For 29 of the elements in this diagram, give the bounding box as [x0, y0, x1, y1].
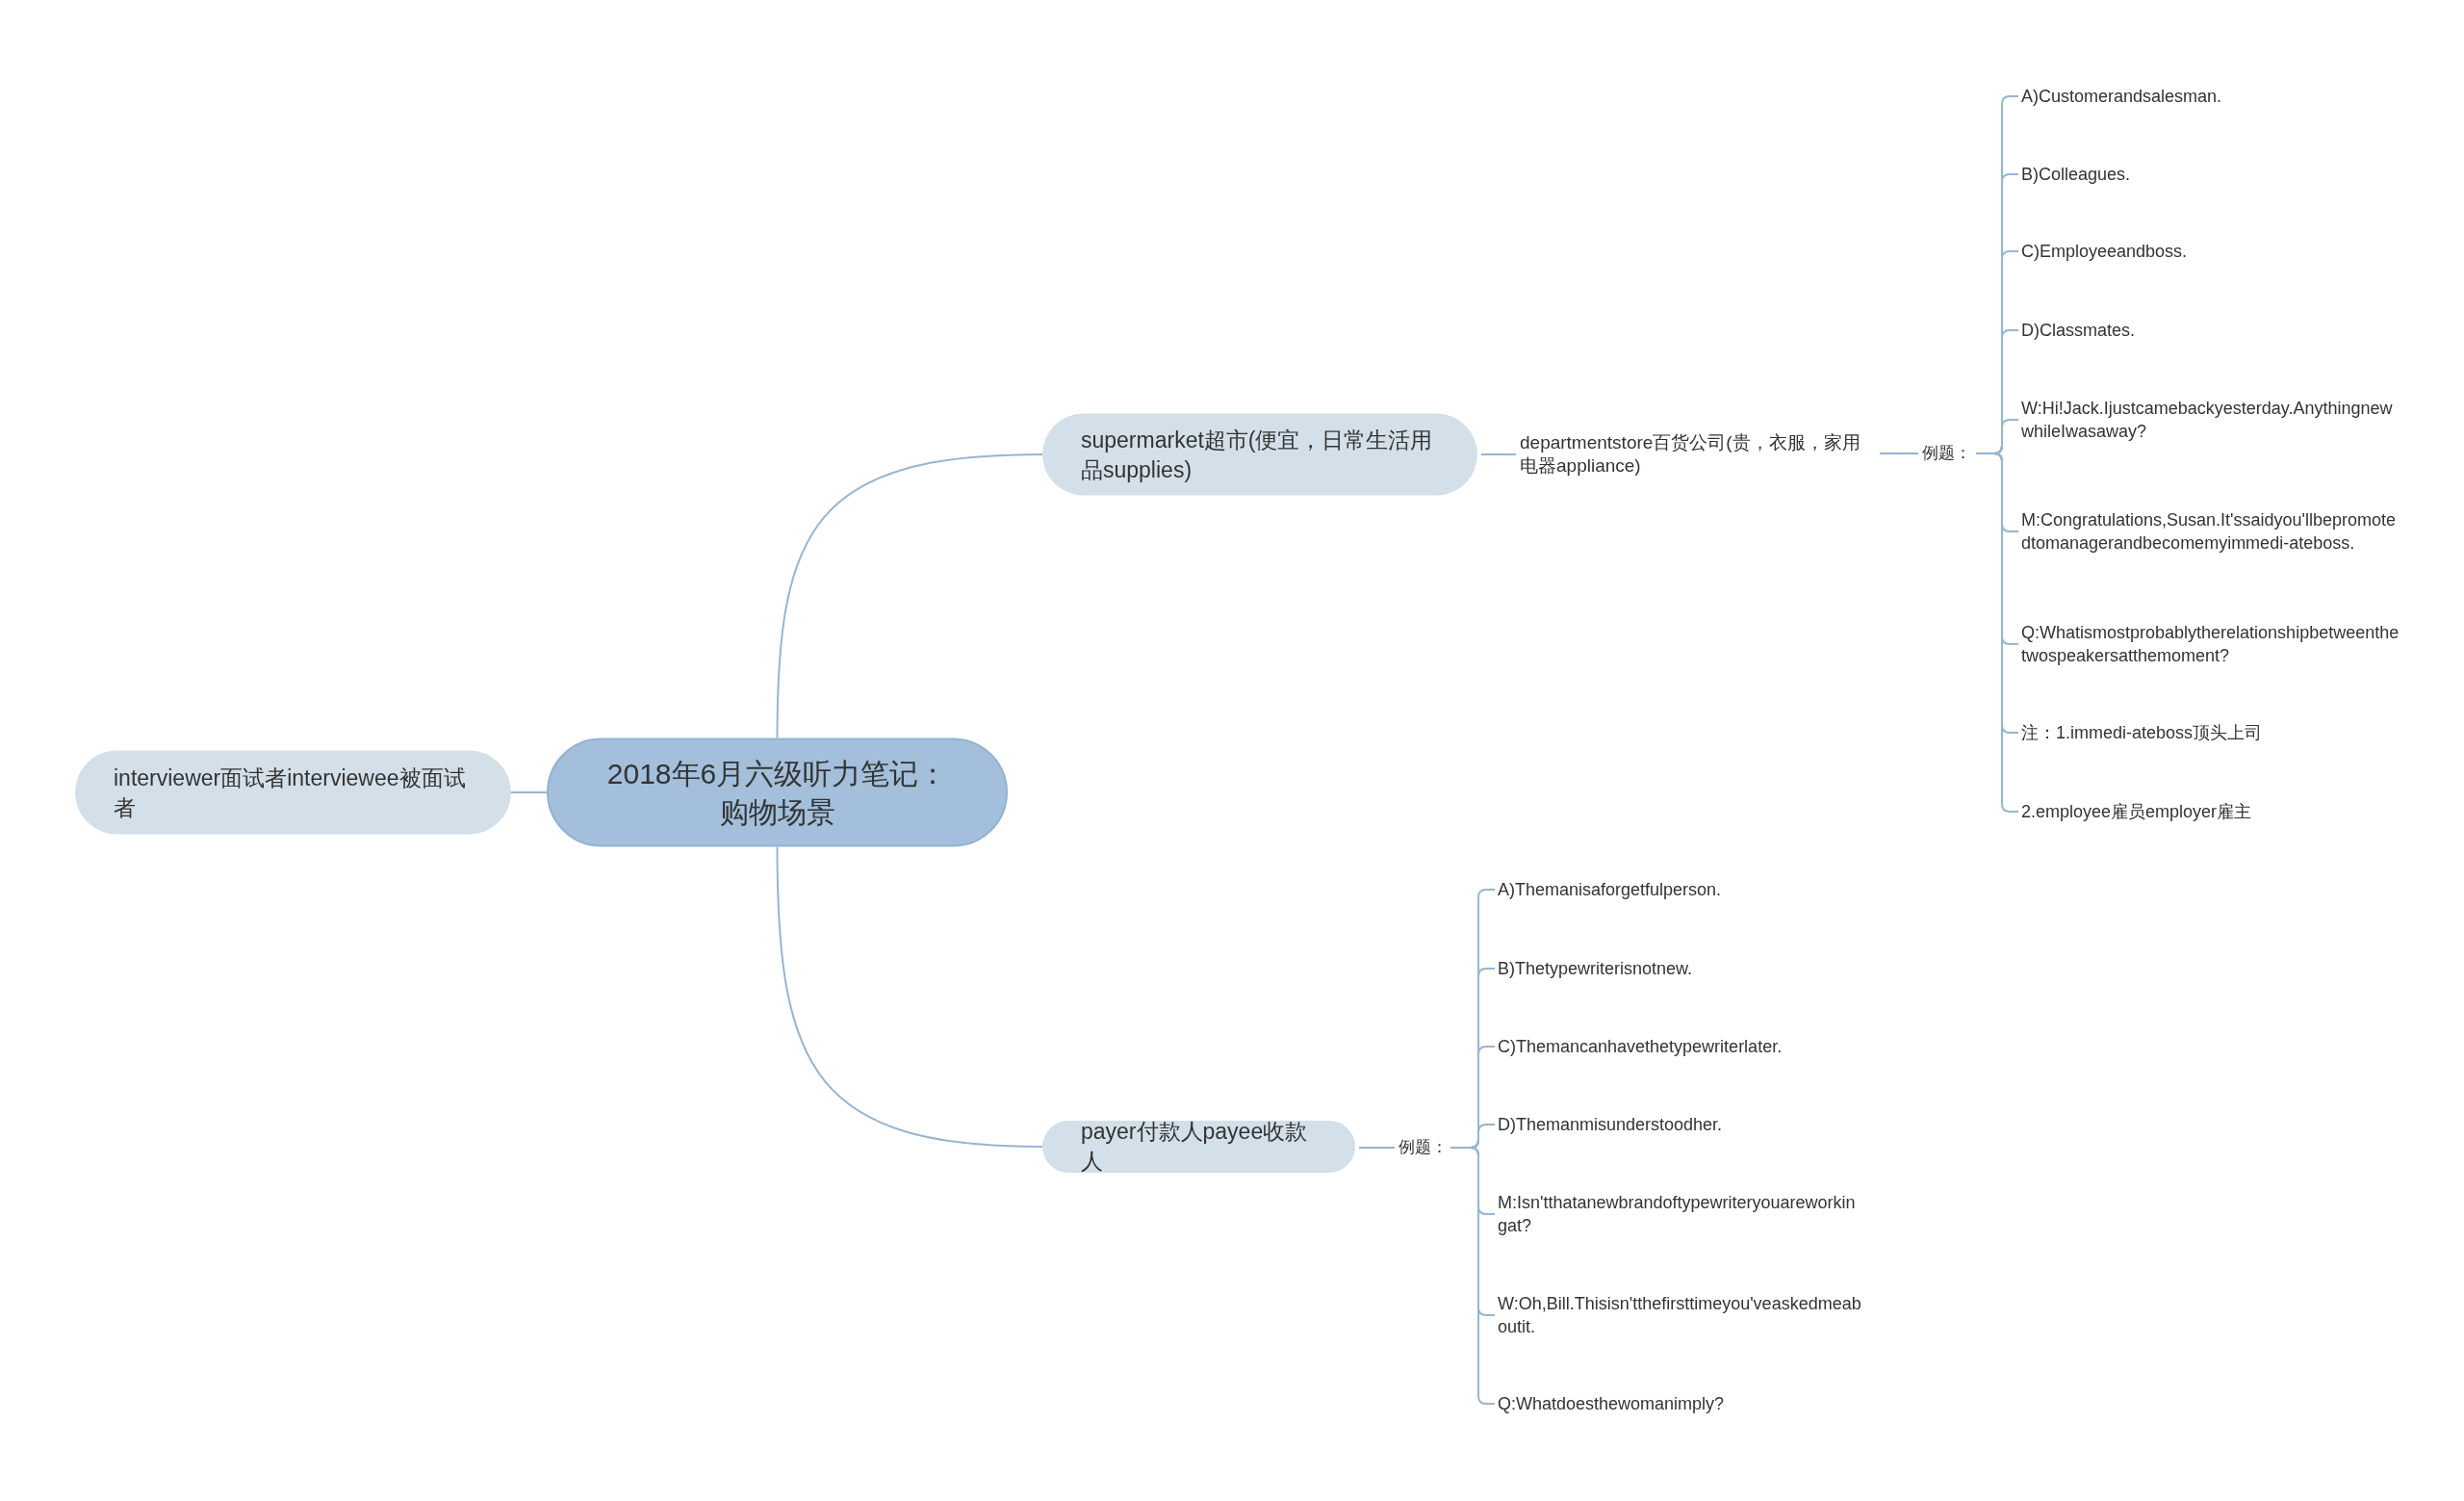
- list-item-text: 2.employee雇员employer雇主: [2021, 800, 2401, 823]
- topic-pill: supermarket超市(便宜，日常生活用品supplies): [1042, 413, 1477, 496]
- connector-line: [1358, 1147, 1396, 1149]
- list-item-text: W:Oh,Bill.Thisisn'tthefirsttimeyou'veaskedmeaboutit.: [1498, 1292, 1863, 1338]
- list-item-text: M:Congratulations,Susan.It'ssaidyou'llbepromotedtomanagerandbecomemyimmedi-ateboss.: [2021, 508, 2401, 555]
- list-item-text: M:Isn'tthatanewbrandoftypewriteryouareworkingat?: [1498, 1191, 1863, 1237]
- branch-text: departmentstore百货公司(贵，衣服，家用电器appliance): [1520, 431, 1876, 478]
- connector-line: [776, 845, 1043, 1148]
- list-item-text: B)Thetypewriterisnotnew.: [1498, 957, 1863, 980]
- list-item-text: C)Employeeandboss.: [2021, 240, 2401, 263]
- list-item-text: Q:Whatismostprobablytherelationshipbetweenthetwospeakersatthemoment?: [2021, 621, 2401, 667]
- connector-line: [1879, 453, 1919, 454]
- branch-label: 例题：: [1922, 443, 1972, 464]
- list-item-text: 注：1.immedi-ateboss顶头上司: [2021, 721, 2401, 744]
- connector-line: [1480, 453, 1517, 455]
- list-item-text: C)Themancanhavethetypewriterlater.: [1498, 1035, 1863, 1058]
- branch-label: 例题：: [1399, 1137, 1447, 1158]
- list-item-text: D)Classmates.: [2021, 319, 2401, 342]
- topic-pill: payer付款人payee收款人: [1042, 1121, 1355, 1173]
- list-item-text: Q:Whatdoesthewomanimply?: [1498, 1392, 1863, 1415]
- topic-pill: interviewer面试者interviewee被面试者: [75, 750, 511, 835]
- connector-line: [776, 453, 1043, 739]
- list-item-text: A)Themanisaforgetfulperson.: [1498, 878, 1863, 901]
- list-item-text: B)Colleagues.: [2021, 163, 2401, 186]
- connector-line: [510, 791, 548, 793]
- list-item-text: D)Themanmisunderstoodher.: [1498, 1113, 1863, 1136]
- central-topic-pill: 2018年6月六级听力笔记：购物场景: [547, 738, 1008, 847]
- list-item-text: W:Hi!Jack.Ijustcamebackyesterday.AnythingnewwhileIwasaway?: [2021, 397, 2401, 443]
- list-item-text: A)Customerandsalesman.: [2021, 85, 2401, 108]
